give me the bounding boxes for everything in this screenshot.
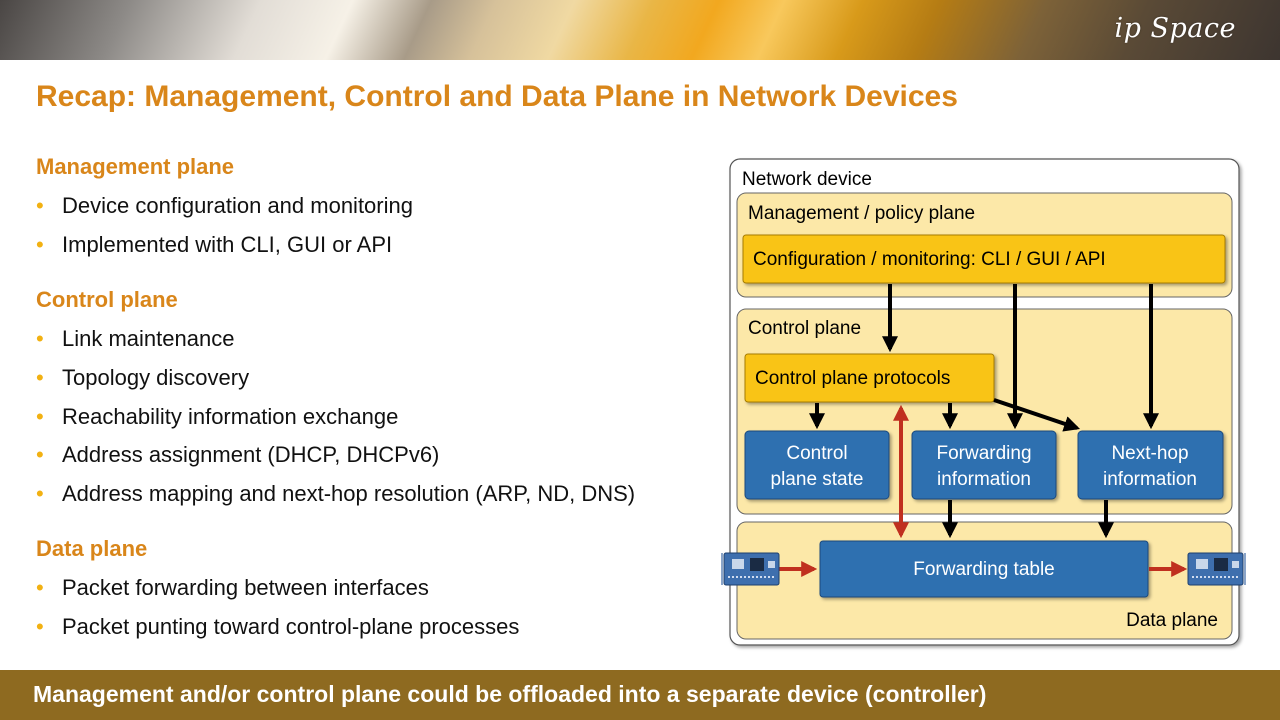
ipspace-logo: ip Space: [1114, 13, 1236, 44]
forwarding-information-label: Forwarding: [936, 443, 1031, 464]
management-plane-bullets: Device configuration and monitoring Impl…: [36, 187, 413, 265]
footer-bar: Management and/or control plane could be…: [0, 670, 1280, 720]
slide-title: Recap: Management, Control and Data Plan…: [36, 80, 958, 113]
bullet-item: Topology discovery: [36, 359, 635, 398]
config-monitoring-label: Configuration / monitoring: CLI / GUI / …: [753, 249, 1106, 270]
control-plane-state-box: [744, 430, 890, 500]
next-hop-information-box: [1077, 430, 1224, 500]
control-plane-state-label: plane state: [771, 469, 864, 490]
bullet-item: Packet forwarding between interfaces: [36, 569, 519, 608]
bullet-item: Device configuration and monitoring: [36, 187, 413, 226]
control-plane-protocols-box: [744, 353, 995, 403]
data-plane-bullets: Packet forwarding between interfaces Pac…: [36, 569, 519, 647]
forwarding-table-box: [819, 540, 1149, 598]
management-plane-label: Management / policy plane: [748, 203, 975, 224]
heading-management-plane: Management plane: [36, 154, 235, 179]
header-banner: ip Space: [0, 0, 1280, 60]
control-plane-state-label: Control: [786, 443, 847, 464]
bullet-item: Implemented with CLI, GUI or API: [36, 226, 413, 265]
forwarding-information-label: information: [937, 469, 1031, 490]
control-plane-label: Control plane: [748, 318, 861, 339]
data-plane-label: Data plane: [1126, 610, 1218, 631]
bullet-item: Address mapping and next-hop resolution …: [36, 475, 635, 514]
network-card-icon: [721, 552, 780, 586]
bullet-item: Link maintenance: [36, 320, 635, 359]
control-plane-protocols-label: Control plane protocols: [755, 368, 950, 389]
config-monitoring-box: [742, 234, 1226, 284]
bullet-item: Address assignment (DHCP, DHCPv6): [36, 436, 635, 475]
arrow-protocols-to-next-hop: [993, 398, 1081, 432]
network-device-label: Network device: [742, 169, 872, 190]
bullet-item: Packet punting toward control-plane proc…: [36, 608, 519, 647]
control-plane-bullets: Link maintenance Topology discovery Reac…: [36, 320, 635, 514]
forwarding-information-box: [911, 430, 1057, 500]
forwarding-table-label: Forwarding table: [913, 559, 1055, 580]
footer-text: Management and/or control plane could be…: [33, 681, 987, 707]
next-hop-information-label: information: [1103, 469, 1197, 490]
network-card-icon: [1187, 552, 1246, 586]
heading-control-plane: Control plane: [36, 287, 178, 312]
bullet-item: Reachability information exchange: [36, 398, 635, 437]
heading-data-plane: Data plane: [36, 536, 148, 561]
next-hop-information-label: Next-hop: [1111, 443, 1188, 464]
